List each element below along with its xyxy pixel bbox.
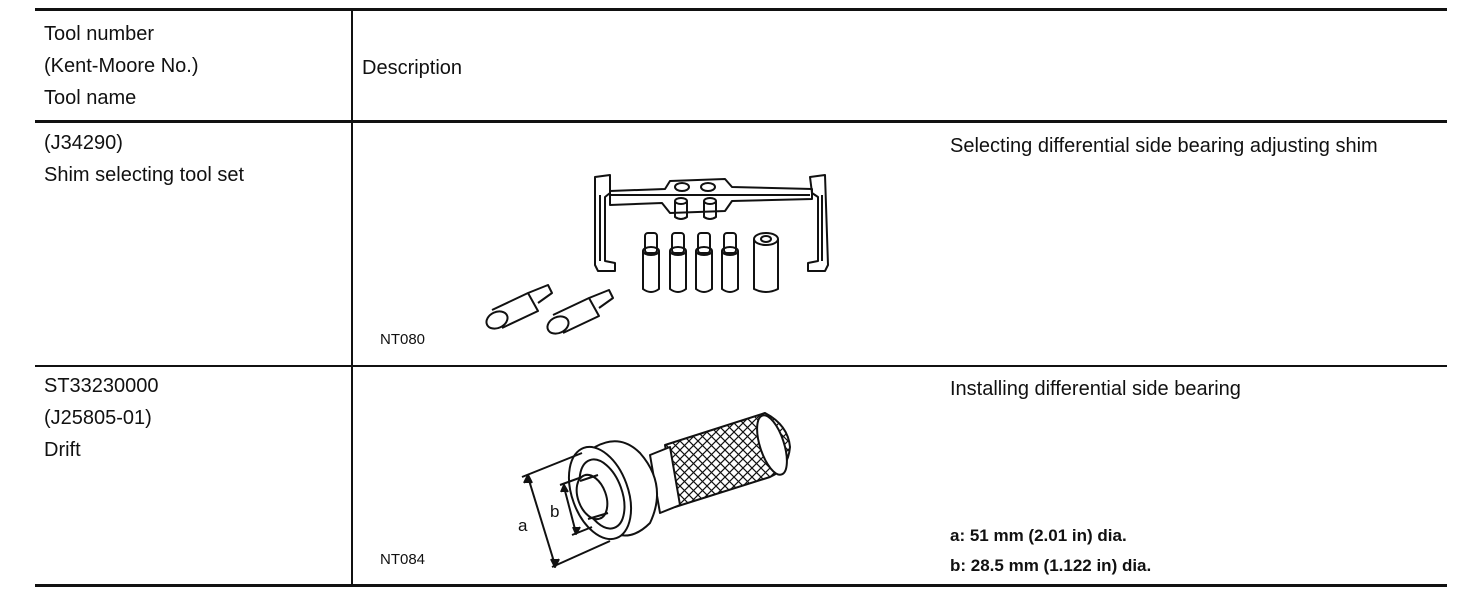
table-bottom-rule xyxy=(35,584,1447,587)
header-tool-number: Tool number xyxy=(44,23,155,45)
dimension-label-b: b xyxy=(550,502,559,521)
row1-kent-moore-number: (J34290) xyxy=(44,132,123,154)
row-separator-rule xyxy=(35,365,1447,367)
row1-figure-code: NT080 xyxy=(380,331,426,348)
row2-description: Installing differential side bearing xyxy=(950,378,1241,400)
row2-tool-name: Drift xyxy=(44,439,81,461)
row1-description: Selecting differential side bearing adju… xyxy=(950,135,1378,157)
shim-selecting-tool-set-icon xyxy=(485,174,829,335)
row2-spec-a: a: 51 mm (2.01 in) dia. xyxy=(950,526,1127,545)
row2-tool-number: ST33230000 xyxy=(44,375,159,397)
header-description: Description xyxy=(362,57,463,79)
row2-figure-code: NT084 xyxy=(380,551,426,568)
table-top-rule xyxy=(35,8,1447,11)
row1-tool-name: Shim selecting tool set xyxy=(44,164,245,186)
dimension-label-a: a xyxy=(518,516,528,535)
drift-icon: a b xyxy=(518,412,791,568)
column-divider xyxy=(351,10,353,586)
row2-spec-b: b: 28.5 mm (1.122 in) dia. xyxy=(950,556,1152,575)
header-kent-moore: (Kent-Moore No.) xyxy=(44,55,199,77)
header-tool-name: Tool name xyxy=(44,87,137,109)
header-bottom-rule xyxy=(35,120,1447,123)
row2-kent-moore-number: (J25805-01) xyxy=(44,407,152,429)
